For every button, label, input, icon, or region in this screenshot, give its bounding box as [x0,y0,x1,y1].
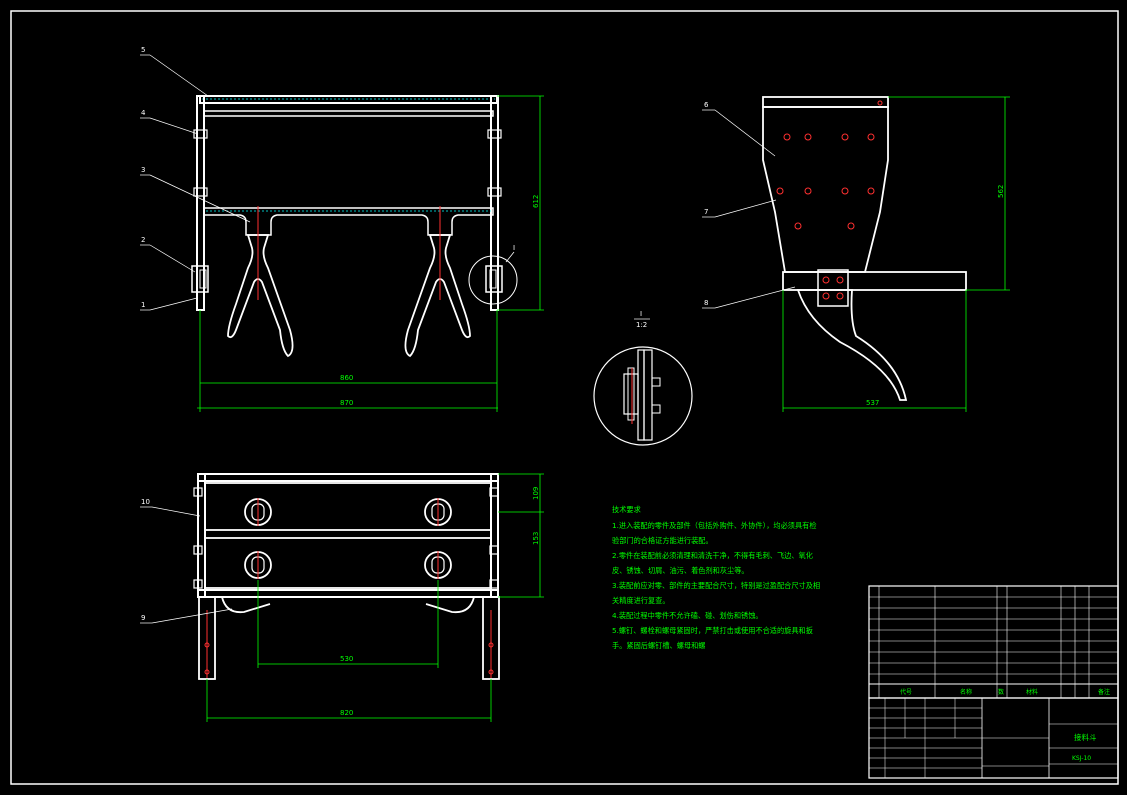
notes-line-6: 关精度进行复查。 [612,596,670,605]
notes-line-3: 2.零件在装配前必须清理和清洗干净，不得有毛刺、飞边、氧化 [612,551,813,560]
dim-outer-width: 870 [340,399,353,407]
bom-header-code: 代号 [900,688,912,696]
part-label-10: 10 [141,498,150,506]
side-chute [796,289,908,401]
drawing-number: KSJ-10 [1072,755,1091,762]
middle-beam [203,207,494,236]
notes-line-4: 皮、锈蚀、切屑、油污、着色剂和灰尘等。 [612,566,749,575]
part-label-1: 1 [141,301,145,309]
notes-line-5: 3.装配前应对零、部件的主要配合尺寸，特别是过盈配合尺寸及相 [612,581,820,590]
notes-line-2: 验部门的合格证方能进行装配。 [612,536,713,545]
side-view: 6 7 8 562 537 [702,96,1010,412]
dim-row2: 153 [532,532,540,545]
side-clamp [817,269,849,307]
dim-hole-spacing: 530 [340,655,353,663]
hopper-body [762,106,889,273]
upper-rail [203,110,494,117]
right-chute [404,234,471,358]
dim-height: 612 [532,195,540,208]
detail-view: I 1:2 [593,310,693,446]
dim-row1: 109 [532,487,540,500]
bom-table: 代号 名称 数 材料 备注 [868,585,1119,699]
top-holes [244,498,452,579]
notes-line-7: 4.装配过程中零件不允许磕、碰、划伤和锈蚀。 [612,611,763,620]
part-label-7: 7 [704,208,708,216]
dim-side-width: 537 [866,399,879,407]
title-block: 接料斗 KSJ-10 [868,697,1119,779]
drawing-name: 接料斗 [1074,732,1097,742]
top-beam [199,95,498,104]
detail-scale: 1:2 [636,321,647,329]
bom-header-remark: 备注 [1098,688,1110,696]
row-panel-1 [204,482,492,531]
part-label-8: 8 [704,299,708,307]
detail-label: I [640,310,642,318]
notes-line-9: 手。紧固后螺钉槽、螺母和螺 [612,641,705,650]
detail-marker: I [513,244,515,252]
technical-notes: 技术要求 1.进入装配的零件及部件（包括外购件、外协件），均必须具有检 验部门的… [612,505,820,650]
row-panel-2 [204,537,492,589]
dim-leg-spacing: 820 [340,709,353,717]
front-view: I 5 4 3 2 1 612 860 870 [140,46,544,412]
dim-side-height: 562 [997,185,1005,198]
part-label-6: 6 [704,101,709,109]
part-label-3: 3 [141,166,145,174]
detail-circle-front [468,255,518,305]
bom-header-material: 材料 [1026,688,1038,696]
bom-header-name: 名称 [960,688,972,696]
notes-line-1: 1.进入装配的零件及部件（包括外购件、外协件），均必须具有检 [612,521,817,530]
left-chute [227,234,294,358]
detail-circle [593,346,693,446]
notes-title: 技术要求 [612,505,641,514]
left-post [196,95,205,311]
part-label-5: 5 [141,46,145,54]
part-label-4: 4 [141,109,146,117]
right-post [490,95,499,311]
part-label-9: 9 [141,614,145,622]
part-label-2: 2 [141,236,145,244]
top-view: 10 9 109 153 530 820 [140,473,544,722]
notes-line-8: 5.螺钉、螺栓和螺母紧固时，严禁打击或使用不合适的旋具和扳 [612,626,813,635]
drawing-border [10,10,1119,785]
dim-inner-width: 860 [340,374,353,382]
side-holes [776,100,883,300]
bom-header-qty: 数 [998,688,1004,696]
